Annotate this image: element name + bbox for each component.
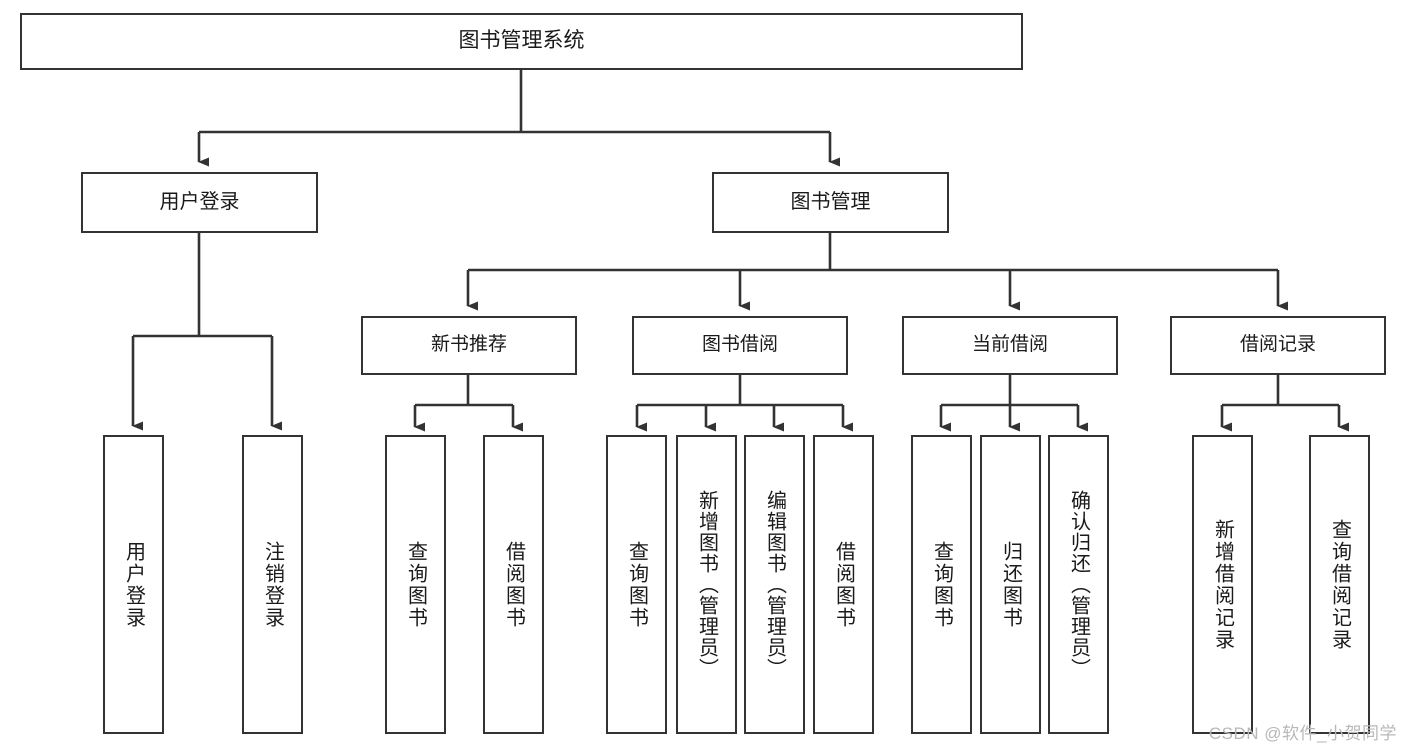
- leaf-edit-book-label: 编辑图书（管理员）: [763, 490, 786, 679]
- leaf-query-record-label: 查询借阅记录: [1328, 518, 1351, 651]
- leaf-add-book[interactable]: 新增图书（管理员）: [676, 435, 737, 734]
- leaf-add-record[interactable]: 新增借阅记录: [1192, 435, 1253, 734]
- node-current-borrow-label: 当前借阅: [971, 334, 1048, 356]
- node-book-borrow[interactable]: 图书借阅: [632, 316, 848, 375]
- leaf-add-record-label: 新增借阅记录: [1211, 518, 1234, 651]
- leaf-user-login-label: 用户登录: [122, 540, 145, 629]
- node-user-login-label: 用户登录: [159, 190, 240, 213]
- leaf-query-book-1-label: 查询图书: [404, 540, 427, 629]
- node-borrow-record-label: 借阅记录: [1239, 334, 1316, 356]
- leaf-user-logout[interactable]: 注销登录: [242, 435, 303, 734]
- node-root[interactable]: 图书管理系统: [20, 13, 1023, 70]
- leaf-borrow-book-2-label: 借阅图书: [832, 540, 855, 629]
- node-current-borrow[interactable]: 当前借阅: [902, 316, 1118, 375]
- node-user-login[interactable]: 用户登录: [81, 172, 318, 233]
- leaf-query-book-3-label: 查询图书: [930, 540, 953, 629]
- leaf-query-book-1[interactable]: 查询图书: [385, 435, 446, 734]
- node-book-management[interactable]: 图书管理: [712, 172, 949, 233]
- csdn-watermark: CSDN @软件_小贺同学: [1208, 724, 1397, 743]
- leaf-edit-book[interactable]: 编辑图书（管理员）: [744, 435, 805, 734]
- node-book-borrow-label: 图书借阅: [701, 334, 778, 356]
- leaf-query-book-2-label: 查询图书: [625, 540, 648, 629]
- leaf-return-book-label: 归还图书: [999, 540, 1022, 629]
- leaf-borrow-book-1-label: 借阅图书: [502, 540, 525, 629]
- leaf-user-login[interactable]: 用户登录: [103, 435, 164, 734]
- leaf-user-logout-label: 注销登录: [261, 540, 284, 629]
- node-borrow-record[interactable]: 借阅记录: [1170, 316, 1386, 375]
- node-new-book-recommend[interactable]: 新书推荐: [361, 316, 577, 375]
- leaf-query-book-3[interactable]: 查询图书: [911, 435, 972, 734]
- leaf-borrow-book-1[interactable]: 借阅图书: [483, 435, 544, 734]
- leaf-borrow-book-2[interactable]: 借阅图书: [813, 435, 874, 734]
- leaf-add-book-label: 新增图书（管理员）: [695, 490, 718, 679]
- node-book-management-label: 图书管理: [790, 190, 871, 213]
- leaf-return-book[interactable]: 归还图书: [980, 435, 1041, 734]
- node-new-book-recommend-label: 新书推荐: [430, 334, 507, 356]
- leaf-confirm-return[interactable]: 确认归还（管理员）: [1048, 435, 1109, 734]
- leaf-query-record[interactable]: 查询借阅记录: [1309, 435, 1370, 734]
- node-root-label: 图书管理系统: [458, 29, 585, 53]
- leaf-confirm-return-label: 确认归还（管理员）: [1067, 490, 1090, 679]
- leaf-query-book-2[interactable]: 查询图书: [606, 435, 667, 734]
